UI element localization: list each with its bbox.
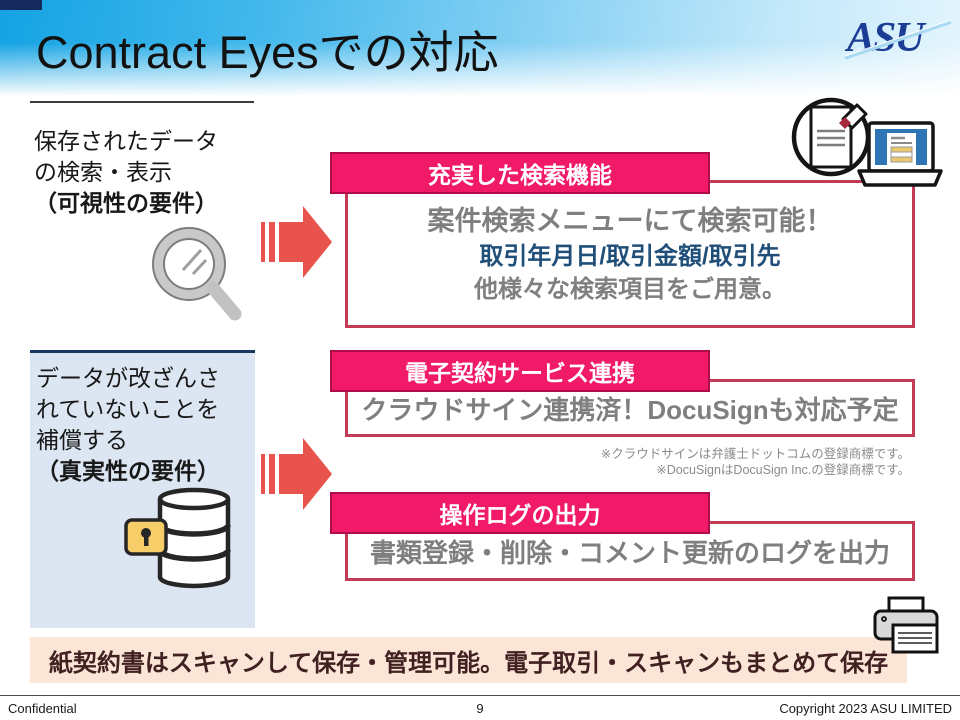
asu-logo: ASU	[843, 12, 953, 68]
authenticity-panel: データが改ざんさ れていないことを 補償する （真実性の要件）	[30, 350, 255, 628]
footer-copyright: Copyright 2023 ASU LIMITED	[779, 700, 953, 716]
striped-arrow-icon	[261, 438, 332, 510]
feature-header-search: 充実した検索機能	[330, 152, 710, 194]
bottom-banner: 紙契約書はスキャンして保存・管理可能。電子取引・スキャンもまとめて保存	[30, 637, 907, 683]
feature-header-search-label: 充実した検索機能	[428, 162, 612, 188]
feature-header-log: 操作ログの出力	[330, 492, 710, 534]
log-line1: 書類登録・削除・コメント更新のログを出力	[369, 537, 890, 568]
authenticity-line1: データが改ざんさ	[36, 365, 220, 391]
laptop-icon	[857, 121, 943, 187]
feature-header-esign-label: 電子契約サービス連携	[405, 360, 635, 386]
authenticity-line3: 補償する	[36, 427, 128, 453]
search-line1: 案件検索メニューにて検索可能！	[427, 205, 833, 236]
striped-arrow-icon	[261, 206, 332, 278]
footnote-cloudsign: ※クラウドサインは弁護士ドットコムの登録商標です。	[600, 447, 910, 461]
feature-header-esign: 電子契約サービス連携	[330, 350, 710, 392]
footnote-docusign: ※DocuSignはDocuSign Inc.の登録商標です。	[656, 463, 910, 477]
authenticity-line4: （真実性の要件）	[36, 458, 220, 484]
authenticity-note: データが改ざんさ れていないことを 補償する （真実性の要件）	[36, 363, 220, 487]
visibility-line1: 保存されたデータ	[34, 128, 218, 154]
trademark-footnotes: ※クラウドサインは弁護士ドットコムの登録商標です。 ※DocuSignはDocu…	[520, 446, 910, 478]
page-title: Contract Eyesでの対応	[36, 27, 499, 78]
feature-box-search: 案件検索メニューにて検索可能！ 取引年月日/取引金額/取引先 他様々な検索項目を…	[345, 180, 915, 328]
visibility-line2: の検索・表示	[34, 159, 172, 185]
header-band: Contract Eyesでの対応 ASU	[0, 0, 960, 95]
printer-icon	[873, 596, 939, 654]
bottom-banner-text: 紙契約書はスキャンして保存・管理可能。電子取引・スキャンもまとめて保存	[48, 649, 889, 677]
document-search-icon	[791, 97, 943, 187]
corner-decoration	[0, 0, 42, 10]
footer-confidential: Confidential	[8, 700, 77, 716]
visibility-line3: （可視性の要件）	[34, 190, 218, 216]
magnifier-document-icon	[791, 97, 871, 177]
feature-header-log-label: 操作ログの出力	[439, 502, 601, 528]
logo-swoosh-icon	[844, 19, 952, 60]
search-line2: 取引年月日/取引金額/取引先	[479, 242, 781, 270]
left-divider	[30, 101, 254, 103]
footer-page-number: 9	[476, 700, 484, 716]
esign-line1: クラウドサイン連携済！DocuSignも対応予定	[361, 394, 899, 425]
authenticity-line2: れていないことを	[36, 396, 220, 422]
search-line3: 他様々な検索項目をご用意。	[474, 275, 786, 303]
visibility-note: 保存されたデータ の検索・表示 （可視性の要件）	[34, 126, 218, 219]
database-lock-icon	[124, 487, 231, 589]
magnifier-icon	[152, 227, 242, 321]
slide-footer: Confidential 9 Copyright 2023 ASU LIMITE…	[0, 695, 960, 720]
